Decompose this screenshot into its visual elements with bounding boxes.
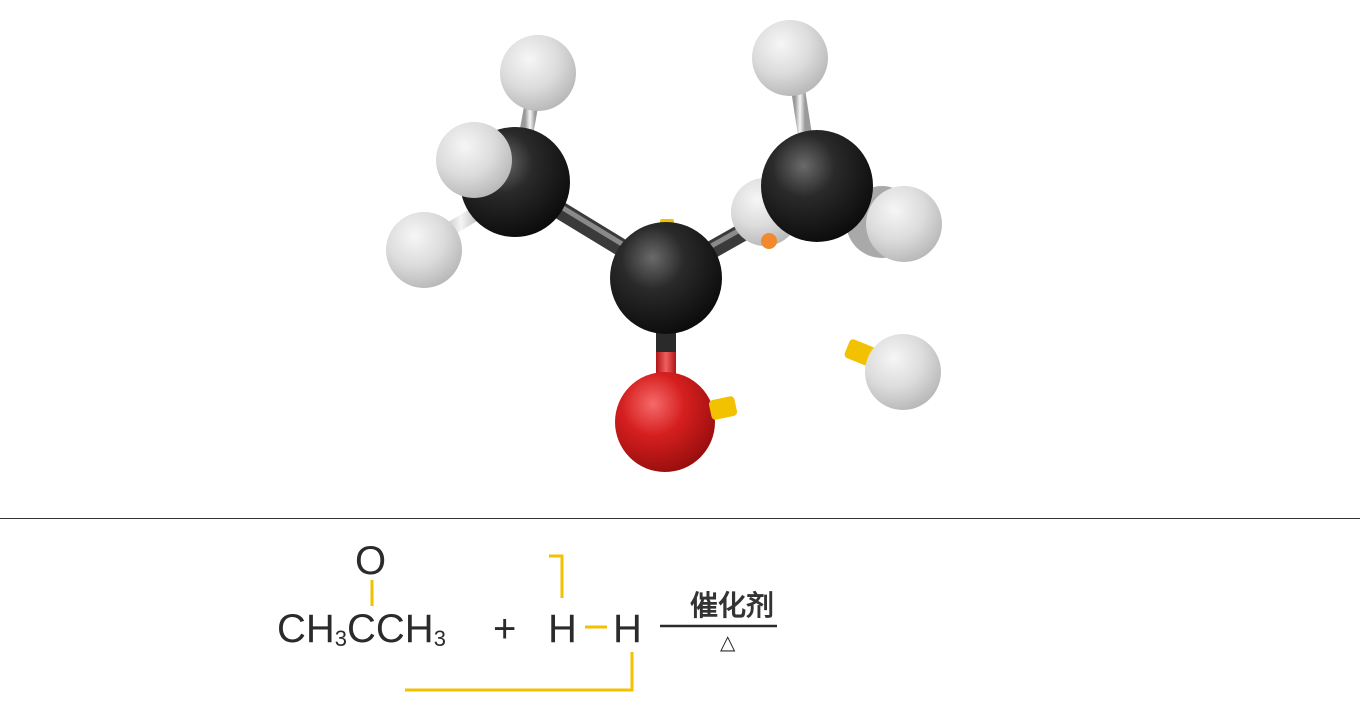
carbonyl-oxygen-label: O [355,539,387,583]
formula-cch-right: CCH [347,607,434,651]
hydrogen-atom-left-low [386,212,462,288]
plus-sign: + [493,607,517,651]
oxygen-bond-highlight [708,396,738,420]
acetone-formula: CH3CCH3 [277,607,446,651]
carbon-atom-center [610,222,722,334]
hydrogen-label-1: H [548,607,577,651]
hydrogen-label-2: H [613,607,642,651]
bond-c-o-red [656,352,676,378]
section-divider [0,518,1360,519]
formula-sub-right: 3 [433,626,446,651]
hydrogen-atom-free [865,334,941,410]
h-arrow-top [549,554,564,598]
hydrogen-atom-left-top [500,35,576,111]
hydrogen-atom-right-top [752,20,828,96]
hydrogen-atom-right-side [866,186,942,262]
reaction-marker-dot [761,233,777,249]
formula-ch-left: CH [277,607,335,651]
catalyst-label: 催化剂 [690,589,775,622]
oxygen-atom [615,372,715,472]
carbon-atom-right [761,130,873,242]
hydrogen-atom-left-mid [436,122,512,198]
formula-sub-left: 3 [334,626,348,651]
h-arrow-bottom [405,652,634,692]
heat-symbol: △ [720,630,736,654]
